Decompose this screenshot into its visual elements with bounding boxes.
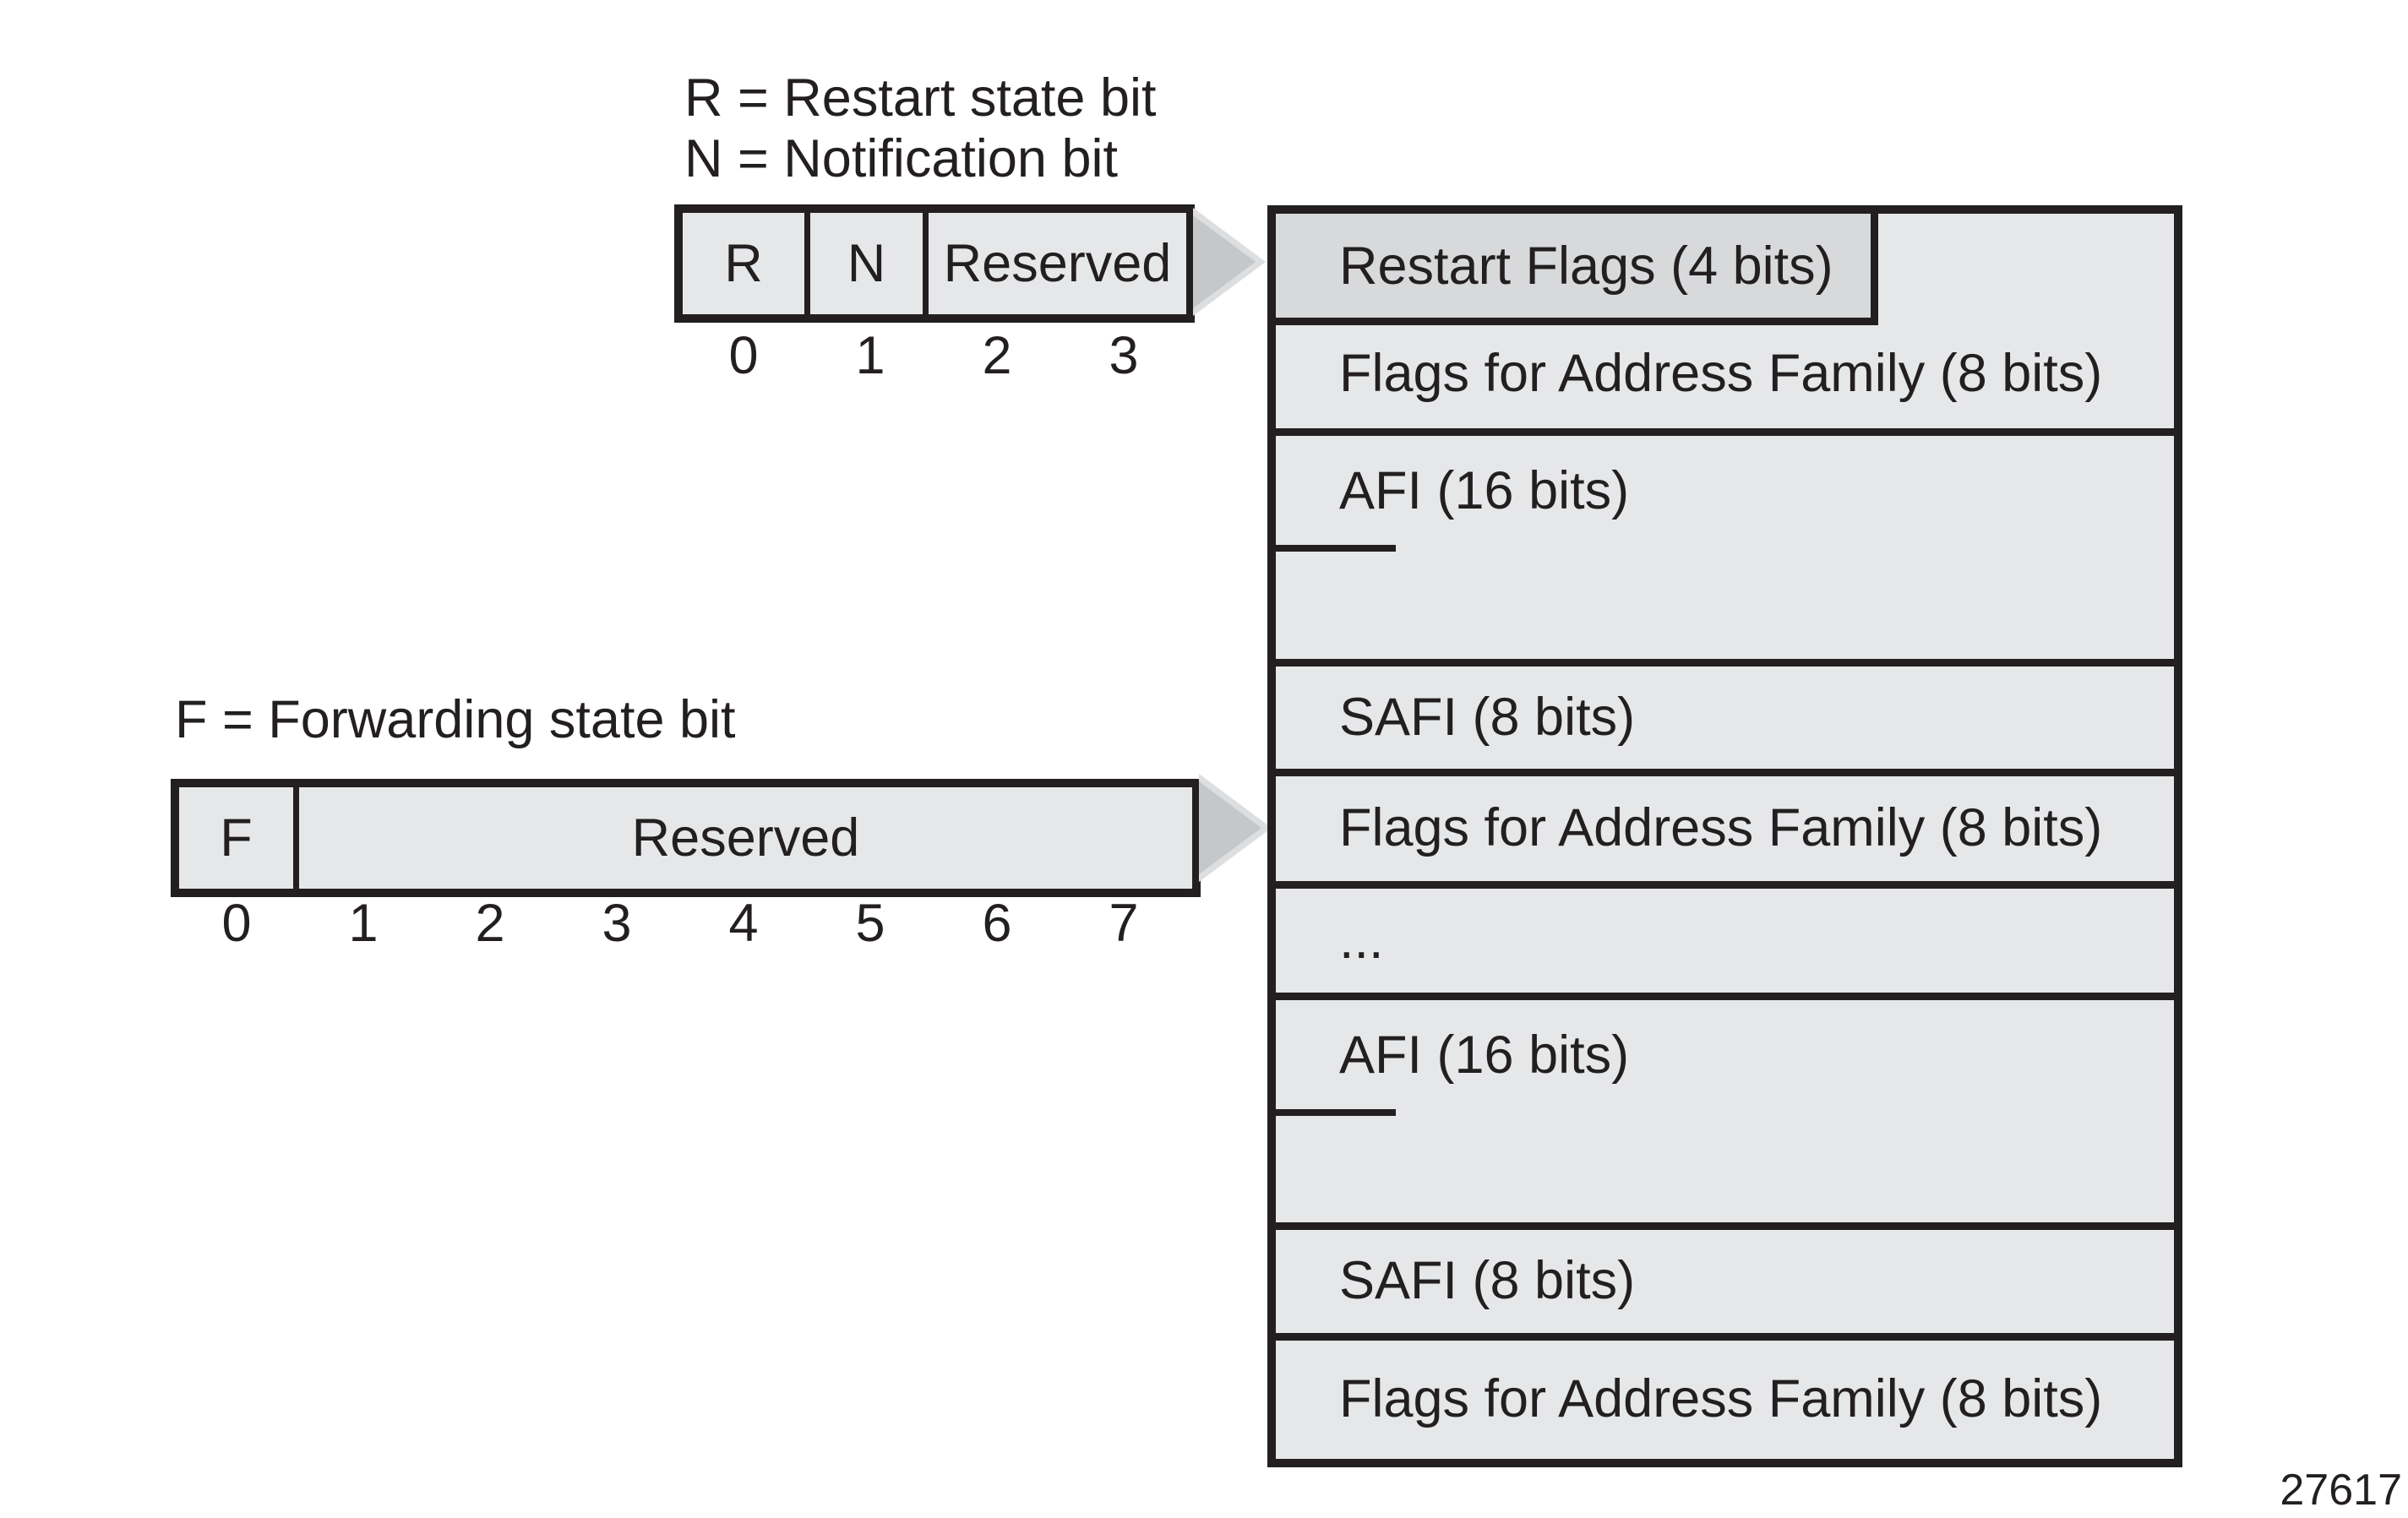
legend-forwarding-state-bit: F = Forwarding state bit xyxy=(175,690,736,749)
bit-number: 3 xyxy=(1109,326,1139,385)
bit-number: 4 xyxy=(728,894,759,953)
table-cell-restart-flags: Restart Flags (4 bits) xyxy=(1276,214,1878,325)
afi-byte-boundary-tick xyxy=(1276,545,1396,552)
afi-byte-boundary-tick xyxy=(1276,1109,1396,1116)
table-row-label: Flags for Address Family (8 bits) xyxy=(1339,344,2103,403)
table-row-label: SAFI (8 bits) xyxy=(1339,688,1636,747)
row-divider xyxy=(1276,993,2174,1000)
row-divider xyxy=(1276,428,2174,436)
bit-number: 7 xyxy=(1109,894,1139,953)
table-row-label: Flags for Address Family (8 bits) xyxy=(1339,798,2103,857)
bit-number: 5 xyxy=(855,894,885,953)
row-divider xyxy=(1276,881,2174,889)
table-row-label: Flags for Address Family (8 bits) xyxy=(1339,1369,2103,1428)
arrow-fill xyxy=(1193,215,1256,308)
arrow-fill xyxy=(1199,781,1261,874)
forwarding-bit-field: F Reserved xyxy=(171,779,1201,897)
table-row-label: AFI (16 bits) xyxy=(1339,1026,1630,1085)
restart-legend: R = Restart state bit N = Notification b… xyxy=(684,68,1156,189)
capability-field-table: Restart Flags (4 bits) Flags for Address… xyxy=(1267,205,2182,1467)
bit-cell-n: N xyxy=(810,213,929,314)
table-row-label: ... xyxy=(1339,911,1384,970)
row-divider xyxy=(1276,769,2174,776)
bit-cell-reserved: Reserved xyxy=(631,808,860,868)
bit-number: 0 xyxy=(221,894,252,953)
forwarding-legend: F = Forwarding state bit xyxy=(175,689,736,750)
table-row-label: Restart Flags (4 bits) xyxy=(1339,236,1833,296)
legend-notification-bit: N = Notification bit xyxy=(684,129,1118,188)
bit-cell-f: F xyxy=(179,787,299,889)
bit-number: 6 xyxy=(982,894,1012,953)
figure-number: 27617 xyxy=(2280,1466,2402,1515)
table-row-label: SAFI (8 bits) xyxy=(1339,1251,1636,1310)
bit-cell-reserved: Reserved xyxy=(943,234,1172,293)
bit-number: 2 xyxy=(475,894,505,953)
legend-restart-state-bit: R = Restart state bit xyxy=(684,68,1157,128)
restart-bit-field: R N Reserved xyxy=(674,204,1195,323)
row-divider xyxy=(1276,1222,2174,1230)
table-row-label: AFI (16 bits) xyxy=(1339,461,1630,520)
row-divider xyxy=(1276,659,2174,667)
bit-number: 1 xyxy=(855,326,885,385)
row-divider xyxy=(1276,1333,2174,1341)
bit-number: 1 xyxy=(348,894,379,953)
bit-number: 0 xyxy=(728,326,759,385)
bit-cell-r: R xyxy=(683,213,810,314)
bit-number: 3 xyxy=(602,894,632,953)
bit-number: 2 xyxy=(982,326,1012,385)
